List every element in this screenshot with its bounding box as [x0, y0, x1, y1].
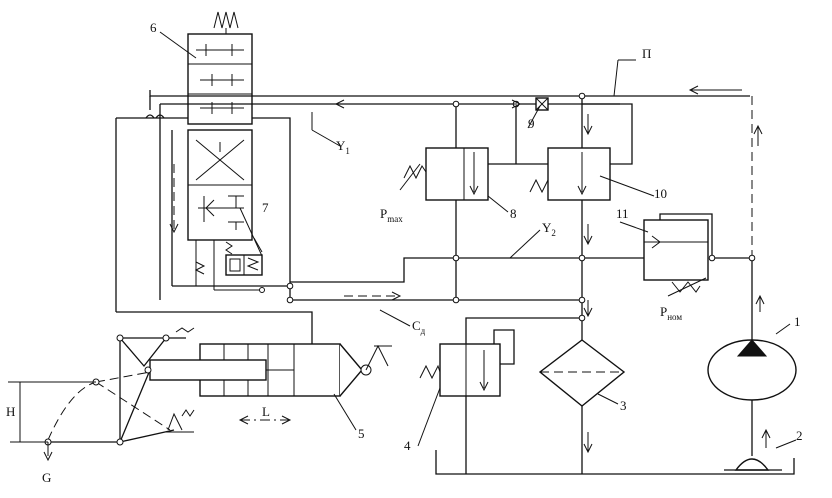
filter-3 — [538, 339, 626, 407]
pressure-valve-8 — [399, 147, 489, 201]
hydraulic-cylinder-5 — [149, 343, 392, 397]
label-4: 4 — [404, 438, 411, 453]
label-height-h: H — [6, 404, 15, 419]
label-6: 6 — [150, 20, 157, 35]
pipework — [115, 90, 795, 475]
valve-10 — [529, 147, 611, 201]
label-p-max: Pmax — [380, 206, 403, 224]
line-label-y1: Y1 — [336, 138, 350, 156]
pump-1 — [707, 339, 797, 401]
label-10: 10 — [654, 186, 667, 201]
boom-linkage — [8, 327, 195, 462]
label-stroke-l: L — [262, 404, 270, 419]
label-load-g: G — [42, 470, 51, 485]
line-label-cd: Сд — [412, 318, 426, 336]
label-11: 11 — [616, 206, 629, 221]
line-label-p: П — [642, 46, 651, 61]
tank-2 — [724, 458, 782, 471]
labels: 6 7 8 9 10 11 1 2 3 4 5 П Y1 Y2 Сд Pmax … — [6, 20, 803, 485]
label-3: 3 — [620, 398, 627, 413]
label-7: 7 — [262, 200, 269, 215]
leader-lines — [159, 31, 797, 449]
valve-11 — [643, 219, 709, 297]
label-5: 5 — [358, 426, 365, 441]
flow-direction-arrows — [169, 85, 771, 454]
restrictor-9 — [535, 97, 549, 111]
control-block-7 — [194, 237, 265, 293]
label-2: 2 — [796, 428, 803, 443]
label-1: 1 — [794, 314, 801, 329]
label-8: 8 — [510, 206, 517, 221]
directional-valve-6 — [187, 11, 253, 241]
line-label-y2: Y2 — [542, 220, 556, 238]
label-p-nom: Pном — [660, 304, 682, 322]
valve-4 — [419, 343, 501, 397]
label-9: 9 — [528, 116, 535, 131]
